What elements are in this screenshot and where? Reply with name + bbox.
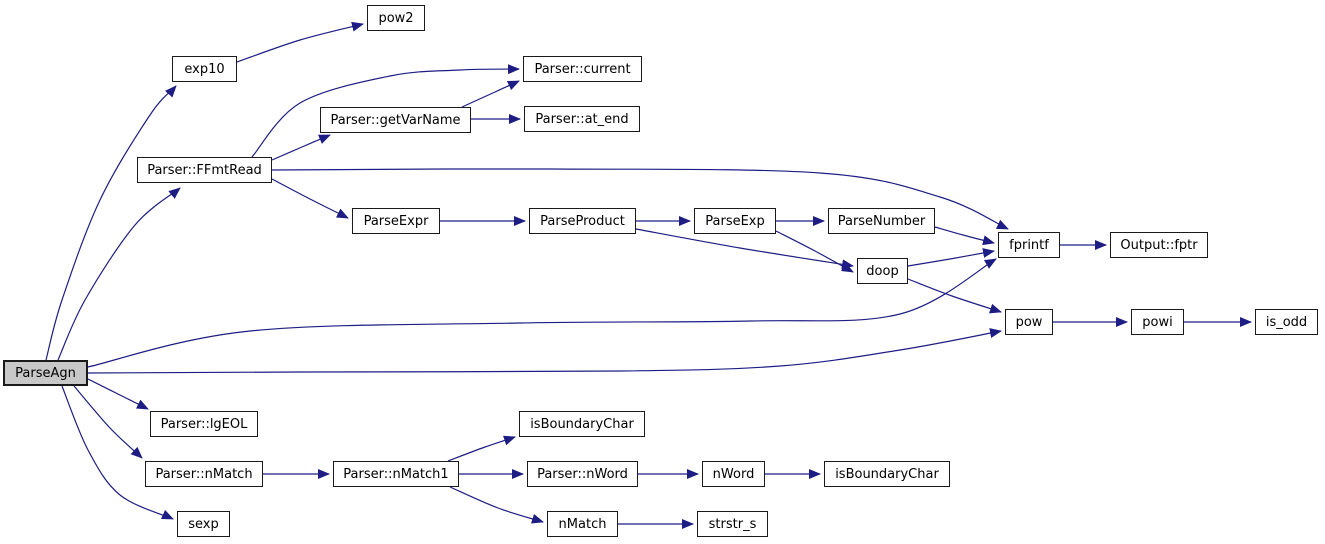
edge-parser-ffmtread-to-fprintf	[271, 168, 1009, 230]
edge-parseagn-to-exp10	[45, 85, 177, 361]
node-parseproduct[interactable]: ParseProduct	[529, 208, 636, 234]
node-parser-lgeol[interactable]: Parser::lgEOL	[150, 411, 258, 437]
node-parser-at-end[interactable]: Parser::at_end	[524, 106, 640, 132]
edge-parseproduct-to-doop	[635, 228, 854, 270]
node-sexp[interactable]: sexp	[177, 511, 230, 537]
node-strstr-s[interactable]: strstr_s	[697, 511, 768, 537]
node-parseexpr[interactable]: ParseExpr	[352, 208, 440, 234]
node-is-odd[interactable]: is_odd	[1255, 309, 1318, 335]
node-output-fptr[interactable]: Output::fptr	[1110, 232, 1208, 258]
node-parseagn: ParseAgn	[3, 360, 88, 386]
edge-parsenumber-to-fprintf	[934, 226, 995, 246]
edge-parser-ffmtread-to-parseexpr	[271, 178, 349, 219]
node-nmatch[interactable]: nMatch	[547, 511, 618, 537]
edge-parser-nmatch1-to-nmatch	[449, 486, 544, 524]
node-fprintf[interactable]: fprintf	[998, 232, 1060, 258]
node-nword[interactable]: nWord	[702, 461, 765, 487]
node-parser-nmatch1[interactable]: Parser::nMatch1	[333, 461, 459, 487]
edge-exp10-to-pow2	[236, 21, 364, 63]
node-parser-ffmtread[interactable]: Parser::FFmtRead	[137, 157, 272, 183]
edge-doop-to-pow	[907, 278, 1002, 314]
edge-parseagn-to-parser-ffmtread	[57, 187, 181, 361]
node-pow2[interactable]: pow2	[367, 5, 425, 31]
node-parser-nword[interactable]: Parser::nWord	[527, 461, 638, 487]
node-powi[interactable]: powi	[1131, 309, 1184, 335]
node-doop[interactable]: doop	[857, 258, 908, 284]
node-parser-current[interactable]: Parser::current	[523, 56, 642, 82]
edge-parser-nmatch1-to-isboundarychar-a	[447, 435, 516, 462]
node-pow[interactable]: pow	[1005, 309, 1053, 335]
edge-doop-to-fprintf	[907, 248, 995, 267]
edge-parser-ffmtread-to-parser-current	[251, 64, 520, 158]
edge-parseagn-to-pow	[87, 328, 1002, 374]
edge-parser-ffmtread-to-parser-getvarname	[271, 134, 331, 161]
node-parseexp[interactable]: ParseExp	[694, 208, 776, 234]
edge-parser-getvarname-to-parser-current	[461, 80, 520, 108]
edge-parseexp-to-doop	[775, 230, 854, 273]
node-parsenumber[interactable]: ParseNumber	[828, 208, 935, 234]
node-parser-nmatch[interactable]: Parser::nMatch	[145, 461, 263, 487]
edge-parseagn-to-sexp	[61, 385, 174, 520]
node-parser-getvarname[interactable]: Parser::getVarName	[320, 107, 471, 133]
node-isboundarychar-a[interactable]: isBoundaryChar	[519, 411, 645, 437]
node-exp10[interactable]: exp10	[172, 56, 237, 82]
edge-parseagn-to-parser-lgeol	[87, 378, 149, 410]
node-isboundarychar-b[interactable]: isBoundaryChar	[824, 461, 950, 487]
edge-parseagn-to-parser-nmatch	[73, 385, 143, 459]
edge-parseagn-to-fprintf	[87, 258, 997, 368]
